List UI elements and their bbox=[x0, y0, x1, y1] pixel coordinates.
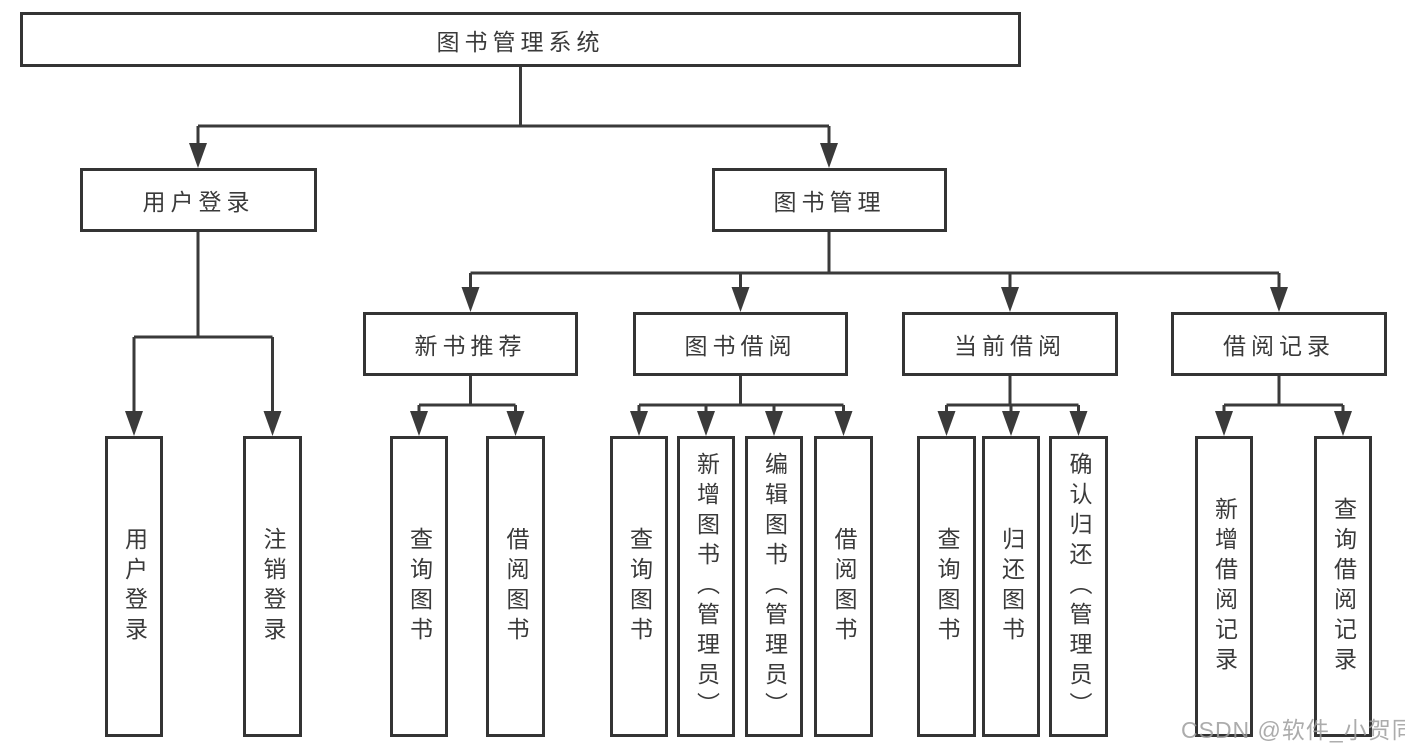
arrow-down-icon bbox=[1001, 287, 1019, 312]
arrow-down-icon bbox=[461, 287, 480, 312]
arrow-down-icon bbox=[1270, 287, 1288, 312]
arrow-down-icon bbox=[834, 411, 853, 436]
arrow-down-icon bbox=[1334, 411, 1352, 436]
node-book-management: 图书管理 bbox=[712, 168, 947, 232]
arrow-down-icon bbox=[506, 411, 525, 436]
node-user-login: 用户登录 bbox=[80, 168, 317, 232]
leaf-confirm-return-admin: 确认归还（管理员） bbox=[1049, 436, 1108, 737]
node-new-book-recommend: 新书推荐 bbox=[363, 312, 578, 376]
arrow-down-icon bbox=[630, 411, 648, 436]
csdn-watermark: CSDN @软件_小贺同学 bbox=[1181, 717, 1405, 743]
arrow-down-icon bbox=[697, 411, 715, 436]
leaf-logout: 注销登录 bbox=[243, 436, 302, 737]
arrowheads bbox=[125, 143, 1352, 436]
node-current-borrowing: 当前借阅 bbox=[902, 312, 1118, 376]
arrow-down-icon bbox=[731, 287, 750, 312]
arrow-down-icon bbox=[410, 411, 428, 436]
leaf-edit-books-admin: 编辑图书（管理员） bbox=[745, 436, 803, 737]
leaf-query-books-2: 查询图书 bbox=[610, 436, 668, 737]
arrow-down-icon bbox=[765, 411, 783, 436]
arrow-down-icon bbox=[820, 143, 838, 168]
leaf-user-login: 用户登录 bbox=[105, 436, 163, 737]
leaf-borrow-books-2: 借阅图书 bbox=[814, 436, 873, 737]
leaf-query-books-1: 查询图书 bbox=[390, 436, 448, 737]
node-library-management-system: 图书管理系统 bbox=[20, 12, 1021, 67]
arrow-down-icon bbox=[1002, 411, 1020, 436]
leaf-add-books-admin: 新增图书（管理员） bbox=[677, 436, 735, 737]
node-borrowing-records: 借阅记录 bbox=[1171, 312, 1387, 376]
leaf-return-books: 归还图书 bbox=[982, 436, 1040, 737]
arrow-down-icon bbox=[125, 411, 143, 436]
node-book-borrowing: 图书借阅 bbox=[633, 312, 848, 376]
arrow-down-icon bbox=[937, 411, 956, 436]
leaf-query-books-3: 查询图书 bbox=[917, 436, 976, 737]
arrow-down-icon bbox=[263, 411, 282, 436]
leaf-query-borrow-record: 查询借阅记录 bbox=[1314, 436, 1372, 737]
leaf-add-borrow-record: 新增借阅记录 bbox=[1195, 436, 1253, 737]
arrow-down-icon bbox=[1069, 411, 1088, 436]
leaf-borrow-books-1: 借阅图书 bbox=[486, 436, 545, 737]
arrow-down-icon bbox=[1215, 411, 1233, 436]
arrow-down-icon bbox=[189, 143, 207, 168]
